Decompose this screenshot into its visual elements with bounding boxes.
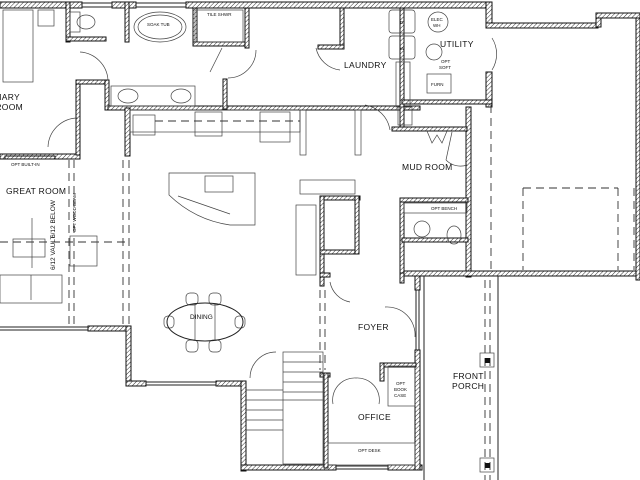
- label-mud-room: MUD ROOM: [402, 162, 453, 172]
- water-heater-icon: [427, 11, 449, 33]
- note-elec-wh-1: ELEC: [431, 17, 444, 22]
- stairs: [246, 290, 326, 465]
- great-room-furniture: [0, 155, 130, 325]
- label-front-porch-2: PORCH: [452, 381, 484, 391]
- toilet-icon: [76, 14, 96, 30]
- note-opt-desk: OPT DESK: [358, 448, 381, 453]
- note-soak-tub: SOAK TUB: [147, 22, 170, 27]
- label-primary-bedroom-2: BEDROOM: [0, 102, 23, 112]
- sink-icon: [204, 175, 234, 193]
- fixtures: [2, 9, 468, 245]
- note-opt-soft-2: SOFT: [439, 65, 451, 70]
- furnace-icon: [426, 73, 452, 94]
- note-dryer: D: [400, 20, 404, 25]
- kitchen: [129, 109, 362, 276]
- sink-icon: [170, 88, 192, 104]
- note-opt-built-in: OPT BUILT-IN: [11, 162, 40, 167]
- toilet-icon: [446, 225, 462, 245]
- porch-post-icon: [479, 352, 495, 368]
- dining-table: [163, 292, 246, 353]
- note-opt-soft-1: OPT: [441, 59, 451, 64]
- doors: [47, 37, 497, 405]
- note-tile-shwr: TILE SHWR: [207, 12, 232, 17]
- kitchen-island: [168, 172, 256, 226]
- note-6-12-below: 6/12 BELOW: [50, 199, 57, 238]
- room-labels: PRIMARY BEDROOM GREAT ROOM LAUNDRY UTILI…: [0, 12, 484, 453]
- note-opt-wood-beam: OPT WOOD BEAM: [72, 193, 77, 232]
- porch-post-icon: [479, 457, 495, 473]
- note-opt-book-case-1: OPT: [396, 381, 406, 386]
- porch: [423, 105, 635, 480]
- dryer-icon: [388, 9, 416, 34]
- label-great-room: GREAT ROOM: [6, 186, 66, 196]
- label-dining: DINING: [190, 314, 213, 321]
- label-utility: UTILITY: [440, 39, 474, 49]
- sink-icon: [413, 220, 431, 238]
- sink-icon: [117, 88, 139, 104]
- range-icon: [194, 111, 223, 137]
- note-furn: FURN: [431, 82, 444, 87]
- label-laundry: LAUNDRY: [344, 60, 387, 70]
- note-opt-bench: OPT BENCH: [431, 206, 457, 211]
- note-opt-book-case-3: CASE: [394, 393, 406, 398]
- label-foyer: FOYER: [358, 322, 389, 332]
- washer-icon: [388, 35, 416, 60]
- label-primary-bedroom-1: PRIMARY: [0, 92, 20, 102]
- note-elec-wh-2: WH: [433, 23, 441, 28]
- soak-tub-icon: [133, 11, 187, 43]
- note-6-12-vault: 6/12 VAULT: [50, 236, 57, 270]
- office-builtins: [327, 365, 416, 466]
- note-opt-book-case-2: BOOK: [394, 387, 407, 392]
- note-washer: W: [400, 46, 405, 51]
- label-front-porch-1: FRONT: [453, 371, 484, 381]
- interior-walls: [65, 1, 493, 469]
- label-office: OFFICE: [358, 412, 391, 422]
- windows: [0, 2, 420, 470]
- water-softener-icon: [425, 43, 443, 61]
- fridge-icon: [259, 111, 291, 143]
